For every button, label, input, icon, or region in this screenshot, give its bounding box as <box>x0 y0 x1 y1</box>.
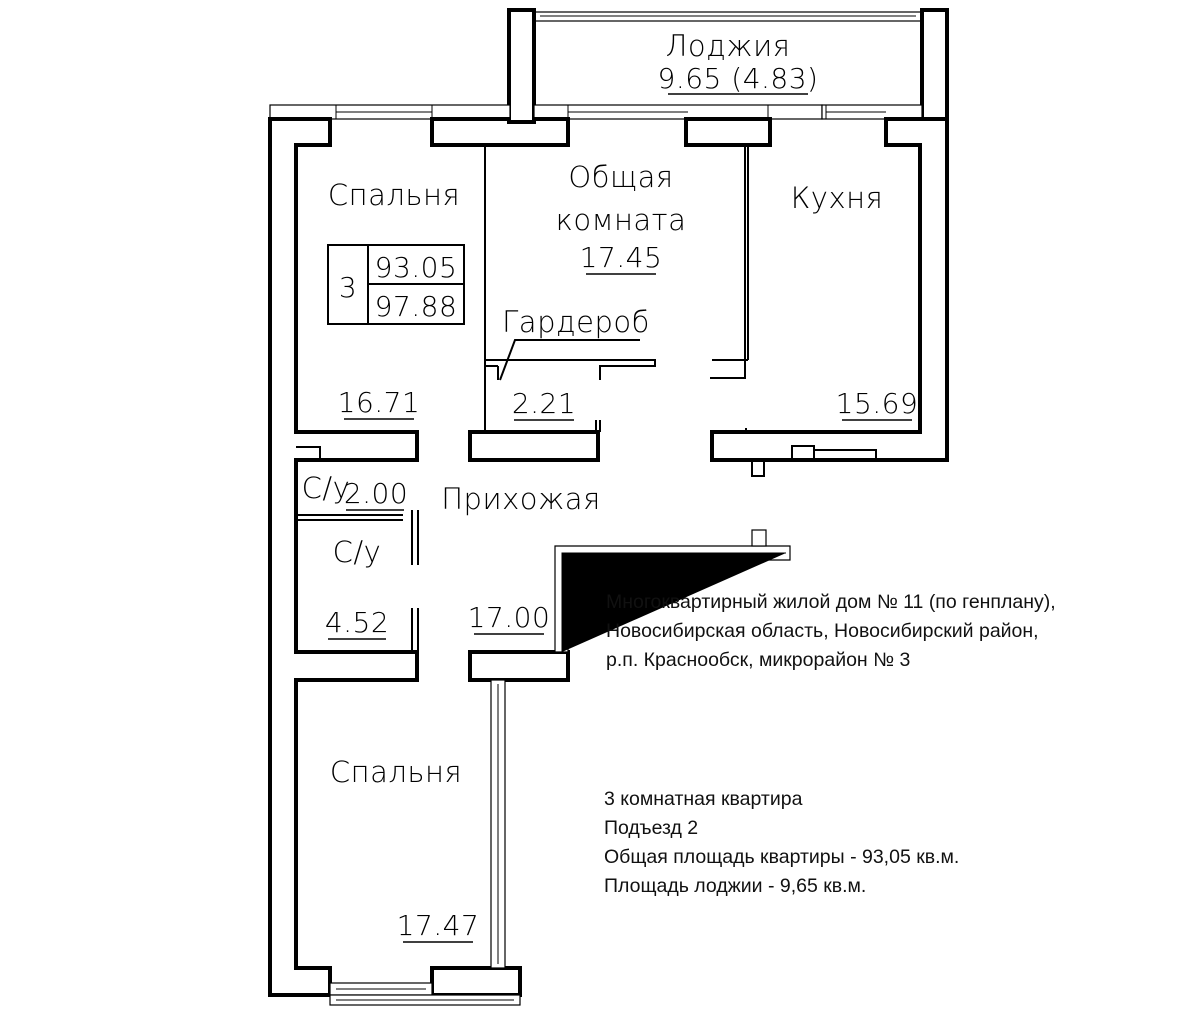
address-block: Многоквартирный жилой дом № 11 (по генпл… <box>606 588 1056 675</box>
wc-small-label: С/у <box>302 471 351 505</box>
wall-top-middle <box>430 117 570 147</box>
top-window-common-room <box>533 104 823 120</box>
outer-wall-left <box>268 117 419 997</box>
wall-top-pier <box>684 117 772 147</box>
summary-rooms-count: 3 <box>339 271 357 304</box>
outer-wall-right <box>710 117 949 462</box>
common-room-label-2: комната <box>556 203 687 237</box>
loggia-window <box>533 11 923 22</box>
common-room-area: 17.45 <box>580 241 663 274</box>
loggia-area: 9.65 (4.83) <box>658 62 819 95</box>
wardrobe-area: 2.21 <box>512 387 576 420</box>
hall-area: 17.00 <box>468 601 551 634</box>
kitchen-label: Кухня <box>791 181 884 215</box>
kitchen-area: 15.69 <box>836 387 919 420</box>
wc-large-label: С/у <box>333 535 382 569</box>
wall-bottom-pier <box>430 966 522 997</box>
summary-box <box>327 244 465 325</box>
common-room-label-1: Общая <box>568 160 673 194</box>
address-line-2: Новосибирская область, Новосибирский рай… <box>606 620 1039 642</box>
details-line-3: Общая площадь квартиры - 93,05 кв.м. <box>604 846 960 868</box>
top-window-bedroom <box>269 104 511 120</box>
details-line-2: Подъезд 2 <box>604 817 699 839</box>
summary-total-area: 97.88 <box>375 290 458 323</box>
bottom-window-bedroom <box>329 982 521 1006</box>
wc-small-area: 2.00 <box>344 477 408 510</box>
summary-living-area: 93.05 <box>375 251 458 284</box>
details-line-4: Площадь лоджии - 9,65 кв.м. <box>604 875 867 897</box>
loggia-wall-right <box>920 8 949 124</box>
wall-wardrobe-front <box>468 430 600 462</box>
address-line-3: р.п. Краснообск, микрорайон № 3 <box>606 649 911 671</box>
bedroom-bottom-area: 17.47 <box>397 909 480 942</box>
loggia-wall-left <box>507 8 536 124</box>
address-line-1: Многоквартирный жилой дом № 11 (по генпл… <box>606 591 1056 613</box>
partition-lines <box>296 145 877 969</box>
top-window-kitchen <box>821 104 923 120</box>
bedroom-top-area: 16.71 <box>338 386 421 419</box>
bedroom-bottom-label: Спальня <box>330 755 462 789</box>
wall-hall-bottom <box>468 650 570 682</box>
wardrobe-leader-line <box>499 339 640 381</box>
wc-large-area: 4.52 <box>325 606 389 639</box>
apartment-details: 3 комнатная квартира Подъезд 2 Общая пло… <box>604 785 959 901</box>
loggia-label: Лоджия <box>666 29 791 63</box>
wardrobe-label: Гардероб <box>502 305 650 339</box>
details-line-1: 3 комнатная квартира <box>604 788 803 810</box>
bedroom-top-label: Спальня <box>328 178 460 212</box>
hall-label: Прихожая <box>441 482 601 516</box>
